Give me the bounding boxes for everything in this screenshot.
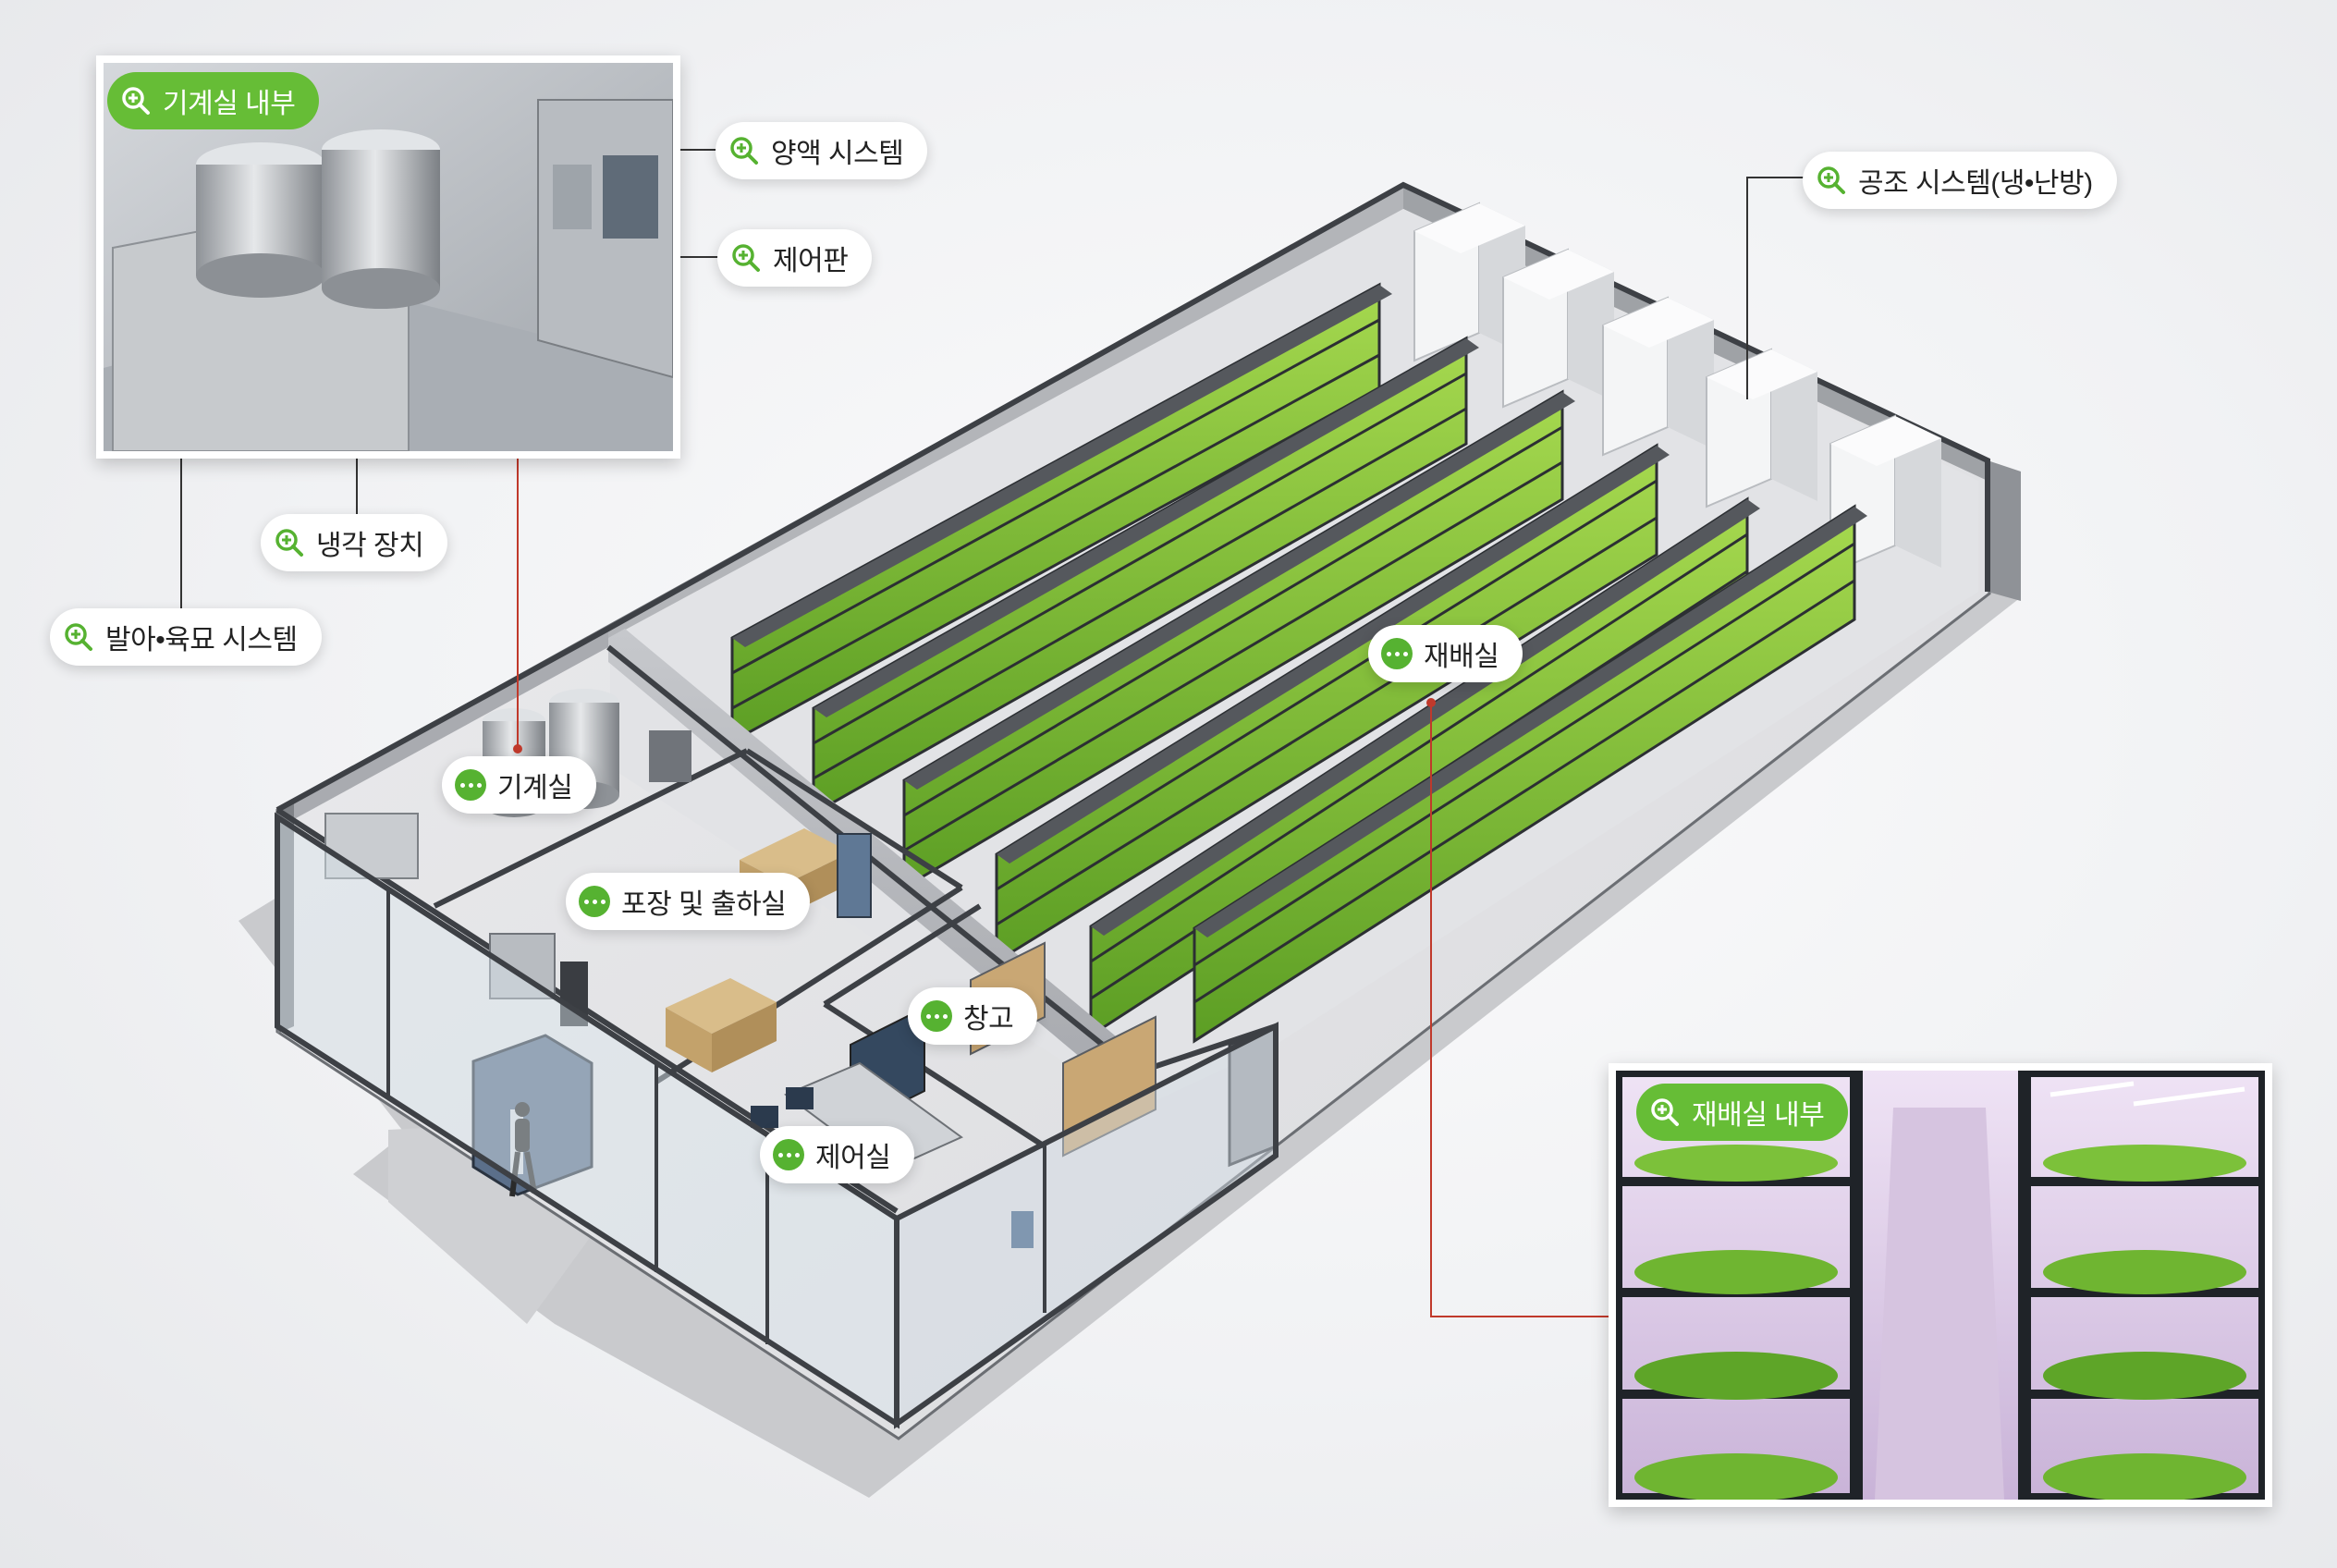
callout-label: 양액 시스템 bbox=[771, 139, 904, 169]
callout-nutrient-system[interactable]: 양액 시스템 bbox=[716, 122, 928, 179]
growing-racks bbox=[730, 282, 1867, 1044]
callout-cultivation-room[interactable]: 재배실 bbox=[1368, 625, 1523, 682]
glass-front-walls bbox=[275, 812, 1279, 1429]
callout-label: 발아•육묘 시스템 bbox=[105, 625, 298, 655]
callout-label: 창고 bbox=[963, 1004, 1014, 1035]
inset-title-label: 재배실 내부 bbox=[1692, 1100, 1825, 1131]
ellipsis-dots-icon bbox=[579, 886, 610, 917]
zoom-in-icon bbox=[65, 623, 92, 651]
zoom-in-icon bbox=[1817, 166, 1845, 194]
callout-packing-shipping[interactable]: 포장 및 출하실 bbox=[566, 873, 811, 930]
ellipsis-dots-icon bbox=[921, 1000, 952, 1032]
callout-control-panel[interactable]: 제어판 bbox=[717, 229, 873, 287]
person-figure bbox=[509, 1102, 537, 1197]
zoom-in-icon bbox=[732, 244, 760, 272]
callout-cooling-device[interactable]: 냉각 장치 bbox=[261, 514, 448, 571]
callout-warehouse[interactable]: 창고 bbox=[908, 987, 1038, 1045]
ellipsis-dots-icon bbox=[455, 769, 486, 801]
callout-machine-room[interactable]: 기계실 bbox=[442, 756, 597, 814]
inset-title-cultivation-room[interactable]: 재배실 내부 bbox=[1636, 1084, 1849, 1141]
callout-label: 냉각 장치 bbox=[316, 531, 424, 561]
rack-row-4 bbox=[995, 443, 1670, 964]
zoom-in-icon bbox=[1651, 1098, 1679, 1126]
inset-title-label: 기계실 내부 bbox=[163, 89, 296, 119]
callout-label: 제어실 bbox=[815, 1143, 891, 1173]
zoom-in-icon bbox=[730, 137, 758, 165]
rack-row-3 bbox=[902, 389, 1575, 890]
callout-label: 기계실 bbox=[497, 773, 573, 803]
callout-label: 재배실 bbox=[1424, 642, 1499, 672]
left-shelves bbox=[1609, 1064, 1863, 1506]
callout-germination-system[interactable]: 발아•육묘 시스템 bbox=[50, 608, 322, 666]
ellipsis-dots-icon bbox=[1381, 638, 1413, 669]
rack-row-6 bbox=[1193, 504, 1867, 1044]
callout-label: 포장 및 출하실 bbox=[621, 889, 787, 920]
ellipsis-dots-icon bbox=[773, 1139, 804, 1170]
cultivation-room-inset bbox=[1609, 1063, 2272, 1507]
packing-room-boxes bbox=[489, 828, 872, 1072]
callout-hvac-system[interactable]: 공조 시스템(냉•난방) bbox=[1803, 152, 2117, 209]
zoom-in-icon bbox=[122, 87, 150, 115]
leader-hvac bbox=[1746, 177, 1812, 399]
callout-control-room[interactable]: 제어실 bbox=[760, 1126, 915, 1183]
callout-label: 공조 시스템(냉•난방) bbox=[1858, 168, 2093, 199]
rack-row-2 bbox=[812, 336, 1479, 816]
hvac-units bbox=[1413, 202, 1941, 575]
leader-cultivation bbox=[1430, 701, 1616, 1317]
callout-label: 제어판 bbox=[773, 246, 849, 276]
inset-title-machine-room[interactable]: 기계실 내부 bbox=[107, 72, 320, 129]
zoom-in-icon bbox=[275, 529, 303, 557]
